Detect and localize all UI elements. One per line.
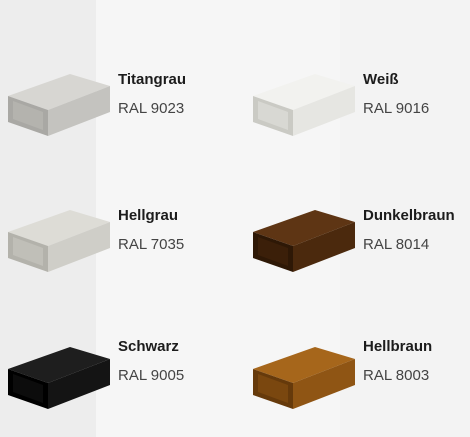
- ral-code: RAL 8014: [363, 236, 430, 253]
- swatch-item-titangrau[interactable]: Titangrau RAL 9023: [0, 40, 235, 150]
- profile-image-schwarz: [4, 347, 110, 409]
- background-panel-right: [340, 0, 470, 437]
- color-name: Titangrau: [118, 71, 187, 88]
- profile-image-weiss: [249, 74, 355, 136]
- ral-code: RAL 9016: [363, 100, 430, 117]
- swatch-item-hellbraun[interactable]: Hellbraun RAL 8003: [245, 315, 470, 425]
- swatch-item-weiss[interactable]: Weiß RAL 9016: [245, 40, 470, 150]
- rectangular-profile-icon: [8, 347, 110, 409]
- color-name: Schwarz: [118, 338, 179, 355]
- rectangular-profile-icon: [253, 74, 355, 136]
- rectangular-profile-icon: [8, 74, 110, 136]
- ral-code: RAL 9023: [118, 100, 185, 117]
- color-name: Weiß: [363, 71, 399, 88]
- ral-code: RAL 9005: [118, 367, 185, 384]
- profile-image-hellgrau: [4, 210, 110, 272]
- color-name: Dunkelbraun: [363, 207, 455, 224]
- rectangular-profile-icon: [253, 347, 355, 409]
- rectangular-profile-icon: [253, 210, 355, 272]
- rectangular-profile-icon: [8, 210, 110, 272]
- color-name: Hellbraun: [363, 338, 433, 355]
- profile-image-titangrau: [4, 74, 110, 136]
- color-name: Hellgrau: [118, 207, 179, 224]
- swatch-item-hellgrau[interactable]: Hellgrau RAL 7035: [0, 178, 235, 288]
- ral-code: RAL 8003: [363, 367, 430, 384]
- profile-image-hellbraun: [249, 347, 355, 409]
- swatch-item-schwarz[interactable]: Schwarz RAL 9005: [0, 315, 235, 425]
- profile-image-dunkelbraun: [249, 210, 355, 272]
- swatch-item-dunkelbraun[interactable]: Dunkelbraun RAL 8014: [245, 178, 470, 288]
- ral-code: RAL 7035: [118, 236, 185, 253]
